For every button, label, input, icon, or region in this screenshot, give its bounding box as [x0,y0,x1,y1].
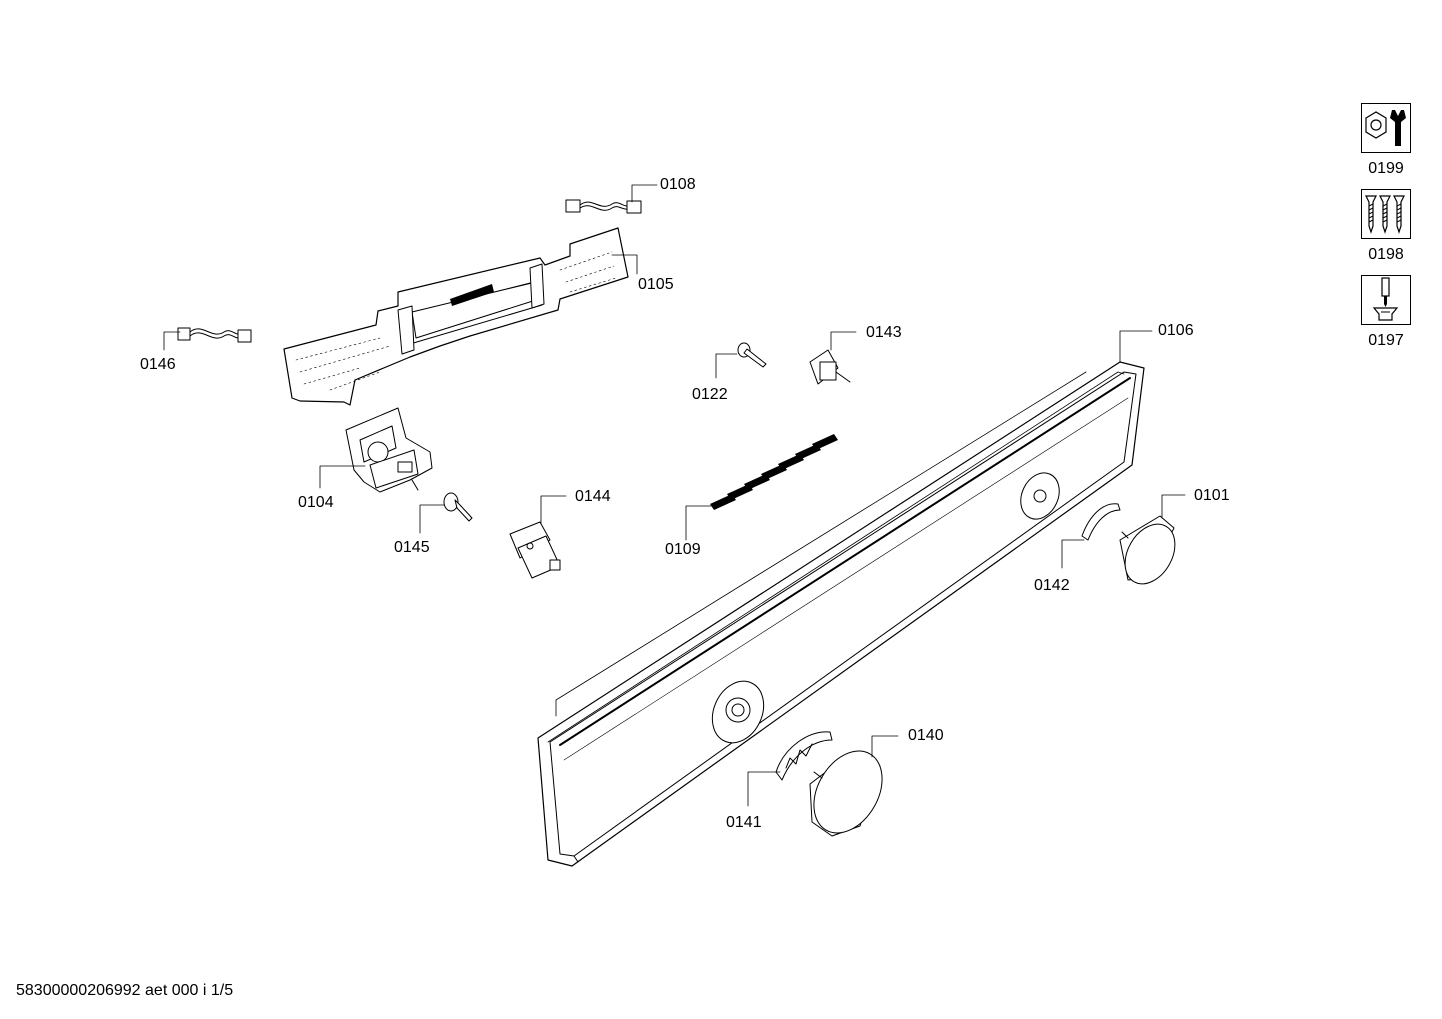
callout-0122: 0122 [692,386,728,403]
push-switch-0144 [509,521,561,579]
service-label-0198: 0198 [1368,246,1404,263]
callout-0108: 0108 [660,176,696,193]
cable-harness-0146 [177,327,252,343]
service-label-0199: 0199 [1368,160,1404,177]
control-circuit-board-0105 [283,227,629,406]
shaft-0122 [737,342,767,368]
document-code: 58300000206992 aet 000 i 1/5 [16,982,234,999]
shaft-0145 [443,492,473,522]
indicator-ring-0142 [1081,503,1121,541]
encoder-0143 [809,349,851,385]
callout-0141: 0141 [726,814,762,831]
screwdriver-icon [1361,275,1411,325]
control-knob-0101 [1119,515,1176,585]
callout-0106: 0106 [1158,322,1194,339]
screws-icon [1361,189,1411,239]
selector-switch-0104 [345,407,433,493]
nut-wrench-icon [1361,103,1411,153]
control-panel-0106 [537,361,1145,867]
callout-0142: 0142 [1034,577,1070,594]
indicator-ring-0141 [775,731,833,781]
cable-harness-0108 [565,199,642,214]
callout-0101: 0101 [1194,487,1230,504]
callout-0140: 0140 [908,727,944,744]
callout-0105: 0105 [638,276,674,293]
callout-0104: 0104 [298,494,334,511]
service-label-0197: 0197 [1368,332,1404,349]
spacer-strips-0109 [710,434,838,510]
callout-0143: 0143 [866,324,902,341]
control-knob-0140 [809,750,883,837]
callout-0144: 0144 [575,488,611,505]
callout-0145: 0145 [394,539,430,556]
callout-0146: 0146 [140,356,176,373]
callout-0109: 0109 [665,541,701,558]
